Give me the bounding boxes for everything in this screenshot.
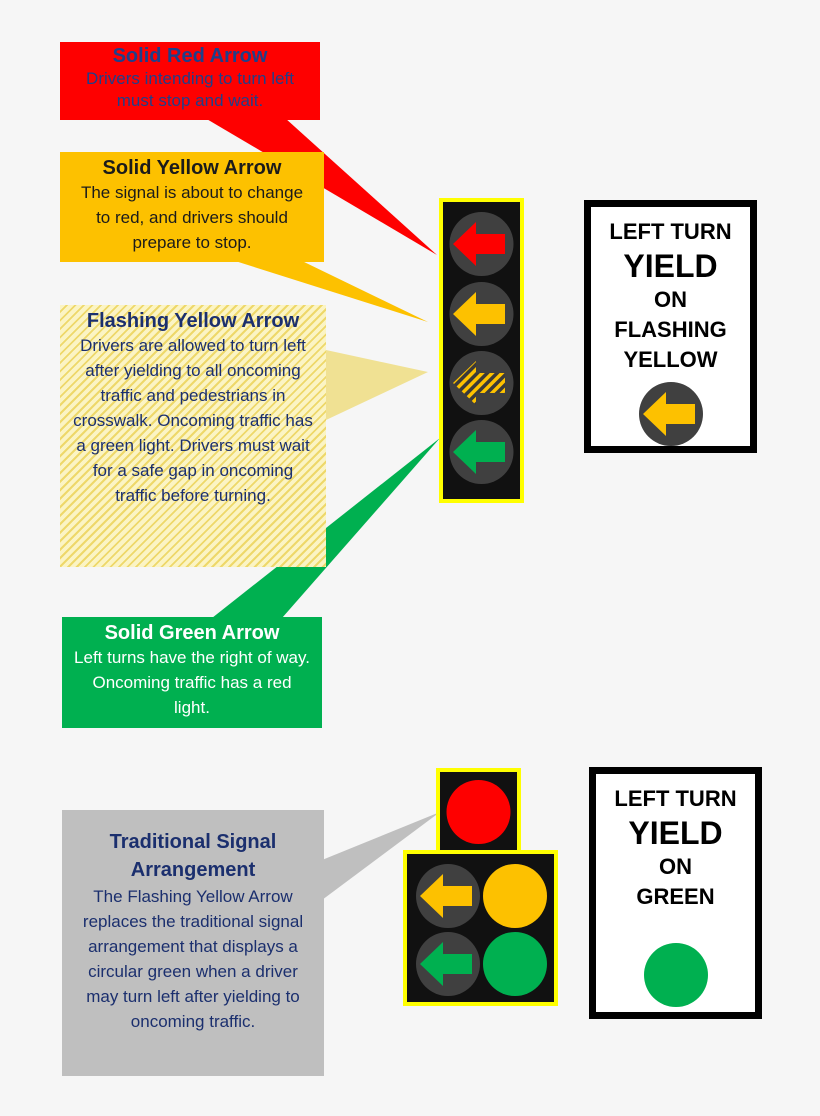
fya-signal-lenses [449, 212, 514, 484]
sign-top-line1: LEFT TURN [609, 219, 732, 244]
traditional-signal-title: Traditional Signal Arrangement [109, 831, 277, 881]
sign-top-line5: YELLOW [623, 347, 718, 372]
yield-on-flashing-yellow-sign: LEFT TURN YIELD ON FLASHING YELLOW [584, 200, 757, 453]
flashing-yellow-arrow-text: Drivers are allowed to turn left after y… [73, 336, 313, 505]
green-arrow-lens [449, 420, 514, 484]
traditional-signal-top [436, 768, 521, 855]
flashing-yellow-arrow-title: Flashing Yellow Arrow [86, 310, 300, 332]
yellow-ball-lens [483, 864, 547, 928]
sign-bottom-line4: GREEN [636, 884, 715, 909]
sign-bottom-line1: LEFT TURN [614, 786, 737, 811]
flashing-pointer [326, 350, 428, 420]
sign-top-line3: ON [654, 287, 687, 312]
yield-on-green-sign: LEFT TURN YIELD ON GREEN [589, 767, 762, 1019]
yellow-arrow-lens-bottom [416, 864, 480, 928]
fya-signal-head [439, 198, 524, 503]
traditional-signal-callout: Traditional Signal Arrangement The Flash… [62, 810, 324, 1076]
solid-green-arrow-callout: Solid Green Arrow Left turns have the ri… [62, 617, 322, 728]
flashing-yellow-arrow-callout: Flashing Yellow Arrow Drivers are allowe… [60, 305, 326, 567]
yellow-pointer [232, 260, 428, 322]
sign-bottom-line3: ON [659, 854, 692, 879]
sign-top-line2: YIELD [623, 248, 718, 284]
green-ball-lens [483, 932, 547, 996]
sign-bottom-line2: YIELD [628, 815, 723, 851]
solid-red-arrow-text: Drivers intending to turn left must stop… [86, 69, 294, 110]
solid-yellow-arrow-callout: Solid Yellow Arrow The signal is about t… [60, 152, 324, 262]
traditional-signal-text: The Flashing Yellow Arrow replaces the t… [82, 887, 304, 1031]
traditional-signal-cluster [403, 850, 558, 1006]
solid-green-arrow-title: Solid Green Arrow [104, 622, 280, 644]
green-arrow-lens-bottom [416, 932, 480, 996]
gray-pointer [322, 812, 440, 900]
red-ball-lens [446, 780, 511, 844]
green-circle-symbol-icon [643, 943, 708, 1007]
red-arrow-lens [449, 212, 514, 276]
solid-green-arrow-text: Left turns have the right of way. Oncomi… [74, 648, 310, 717]
green-pointer [212, 438, 440, 618]
solid-yellow-arrow-title: Solid Yellow Arrow [102, 157, 282, 179]
sign-top-line4: FLASHING [614, 317, 727, 342]
yellow-arrow-symbol-icon [638, 382, 703, 446]
flashing-yellow-arrow-lens [449, 351, 514, 415]
traditional-signal-lenses [416, 864, 547, 996]
yellow-arrow-lens [449, 282, 514, 346]
solid-red-arrow-title: Solid Red Arrow [112, 45, 268, 67]
solid-red-arrow-callout: Solid Red Arrow Drivers intending to tur… [60, 42, 320, 120]
solid-yellow-arrow-text: The signal is about to change to red, an… [80, 183, 304, 252]
